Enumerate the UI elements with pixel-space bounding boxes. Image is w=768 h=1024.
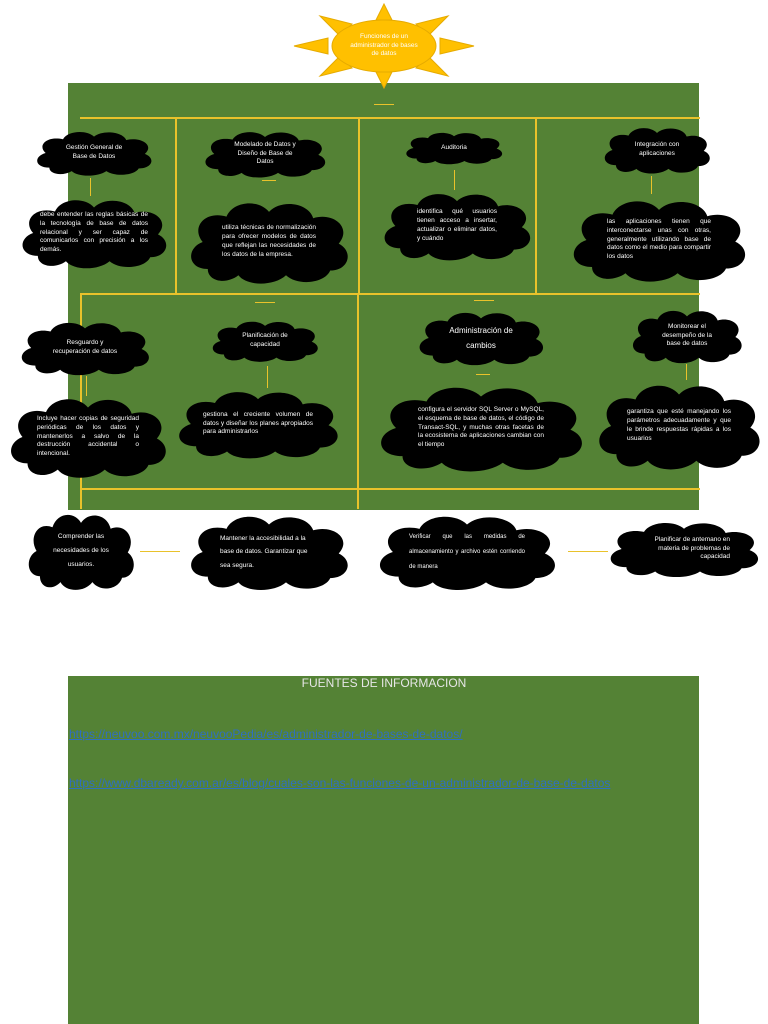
connector [568,551,608,552]
connector [86,376,87,396]
node-gestion-general-desc: debe entender las reglas básicas de la t… [16,194,172,272]
node-planificacion: Planificación de capacidad [208,318,322,364]
node-administracion-cambios: Administración de cambios [414,308,548,368]
source-link-dbaready[interactable]: https://www.dbaready.com.ar/es/blog/cual… [69,776,611,790]
node-auditoria: Auditoria [402,130,506,166]
node-integracion: Integración con aplicaciones [600,124,714,176]
connector [474,300,494,301]
node-monitorear: Monitorear el desempeño de la base de da… [628,306,746,366]
connector [535,117,537,295]
connector [357,293,359,509]
node-planificacion-desc: gestiona el creciente volumen de datos y… [172,386,344,462]
node-planificar-antemano: Planificar de antemano en materia de pro… [604,518,764,580]
node-verificar-medidas: Verificar que las medidas de almacenamie… [372,510,562,594]
node-monitorear-desc: garantiza que esté manejando los parámet… [592,378,766,474]
node-comprender-necesidades: Comprender las necesidades de los usuari… [24,508,138,594]
sources-title: FUENTES DE INFORMACION [301,676,467,690]
connector [651,176,652,194]
sun-icon [293,2,475,90]
node-gestion-general: Gestión General de Base de Datos [32,128,156,178]
connector [80,488,700,490]
node-auditoria-desc: identifica qué usuarios tienen acceso a … [378,188,536,264]
connector [80,293,700,295]
connector [90,178,91,196]
connector [454,170,455,190]
node-integracion-desc: las aplicaciones tienen que interconecta… [566,194,752,286]
connector [262,180,276,181]
node-mantener-accesibilidad: Mantener la accesibilidad a la base de d… [184,510,354,594]
connector [80,293,82,509]
connector [255,302,275,303]
node-resguardo-desc: Incluye hacer copias de seguridad periód… [4,392,172,482]
node-modelado-datos: Modelado de Datos y Diseño de Base de Da… [200,128,330,180]
page-break [0,594,768,676]
sources-background [68,676,699,1024]
connector [140,551,180,552]
source-link-neuvoo[interactable]: https://neuvoo.com.mx/neuvooPedia/es/adm… [69,727,463,741]
connector [476,374,490,375]
node-modelado-datos-desc: utiliza técnicas de normalización para o… [184,196,354,288]
diagram-title: Funciones de un administrador de bases d… [350,32,418,58]
connector [374,104,394,105]
title-sun: Funciones de un administrador de bases d… [292,2,476,90]
node-administracion-cambios-desc: configura el servidor SQL Server o MySQL… [372,380,590,476]
connector [686,364,687,380]
connector [80,117,700,119]
connector [358,117,360,295]
connector [267,366,268,388]
node-resguardo: Resguardo y recuperación de datos [16,318,154,378]
connector [175,117,177,295]
